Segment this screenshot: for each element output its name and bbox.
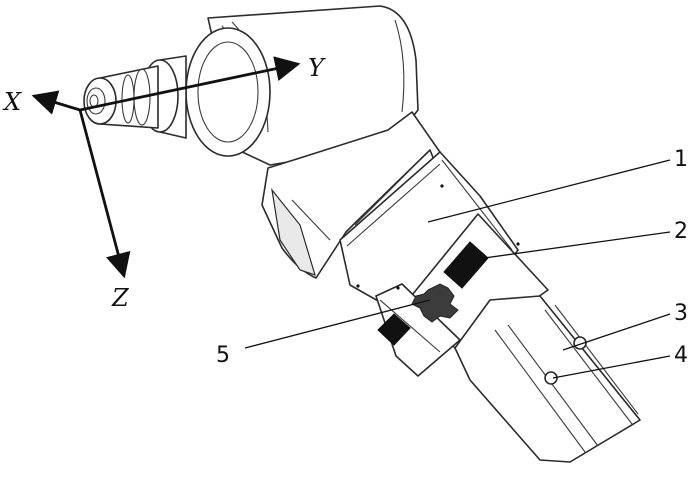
callout-5: 5 xyxy=(216,343,230,368)
y-axis-label: Y xyxy=(308,54,326,82)
callouts: 1 2 3 4 5 xyxy=(216,147,688,379)
callout-1: 1 xyxy=(674,147,688,172)
cross-connector xyxy=(411,283,459,323)
coordinate-axes: X Y Z xyxy=(2,54,326,312)
mounting-holes xyxy=(544,336,587,385)
x-axis-label: X xyxy=(2,88,22,116)
x-axis xyxy=(31,90,81,115)
leader-3 xyxy=(562,313,671,351)
leader-5 xyxy=(244,299,431,349)
edge-ticks xyxy=(356,184,520,290)
leader-4 xyxy=(552,355,671,379)
leader-1 xyxy=(427,159,671,223)
tool-flange xyxy=(83,27,271,157)
y-axis xyxy=(79,56,301,112)
callout-3: 3 xyxy=(674,301,688,326)
callout-4: 4 xyxy=(674,343,688,368)
callout-2: 2 xyxy=(674,219,688,244)
z-axis-label: Z xyxy=(111,284,130,312)
z-axis xyxy=(78,109,131,279)
leader-2 xyxy=(469,231,671,261)
